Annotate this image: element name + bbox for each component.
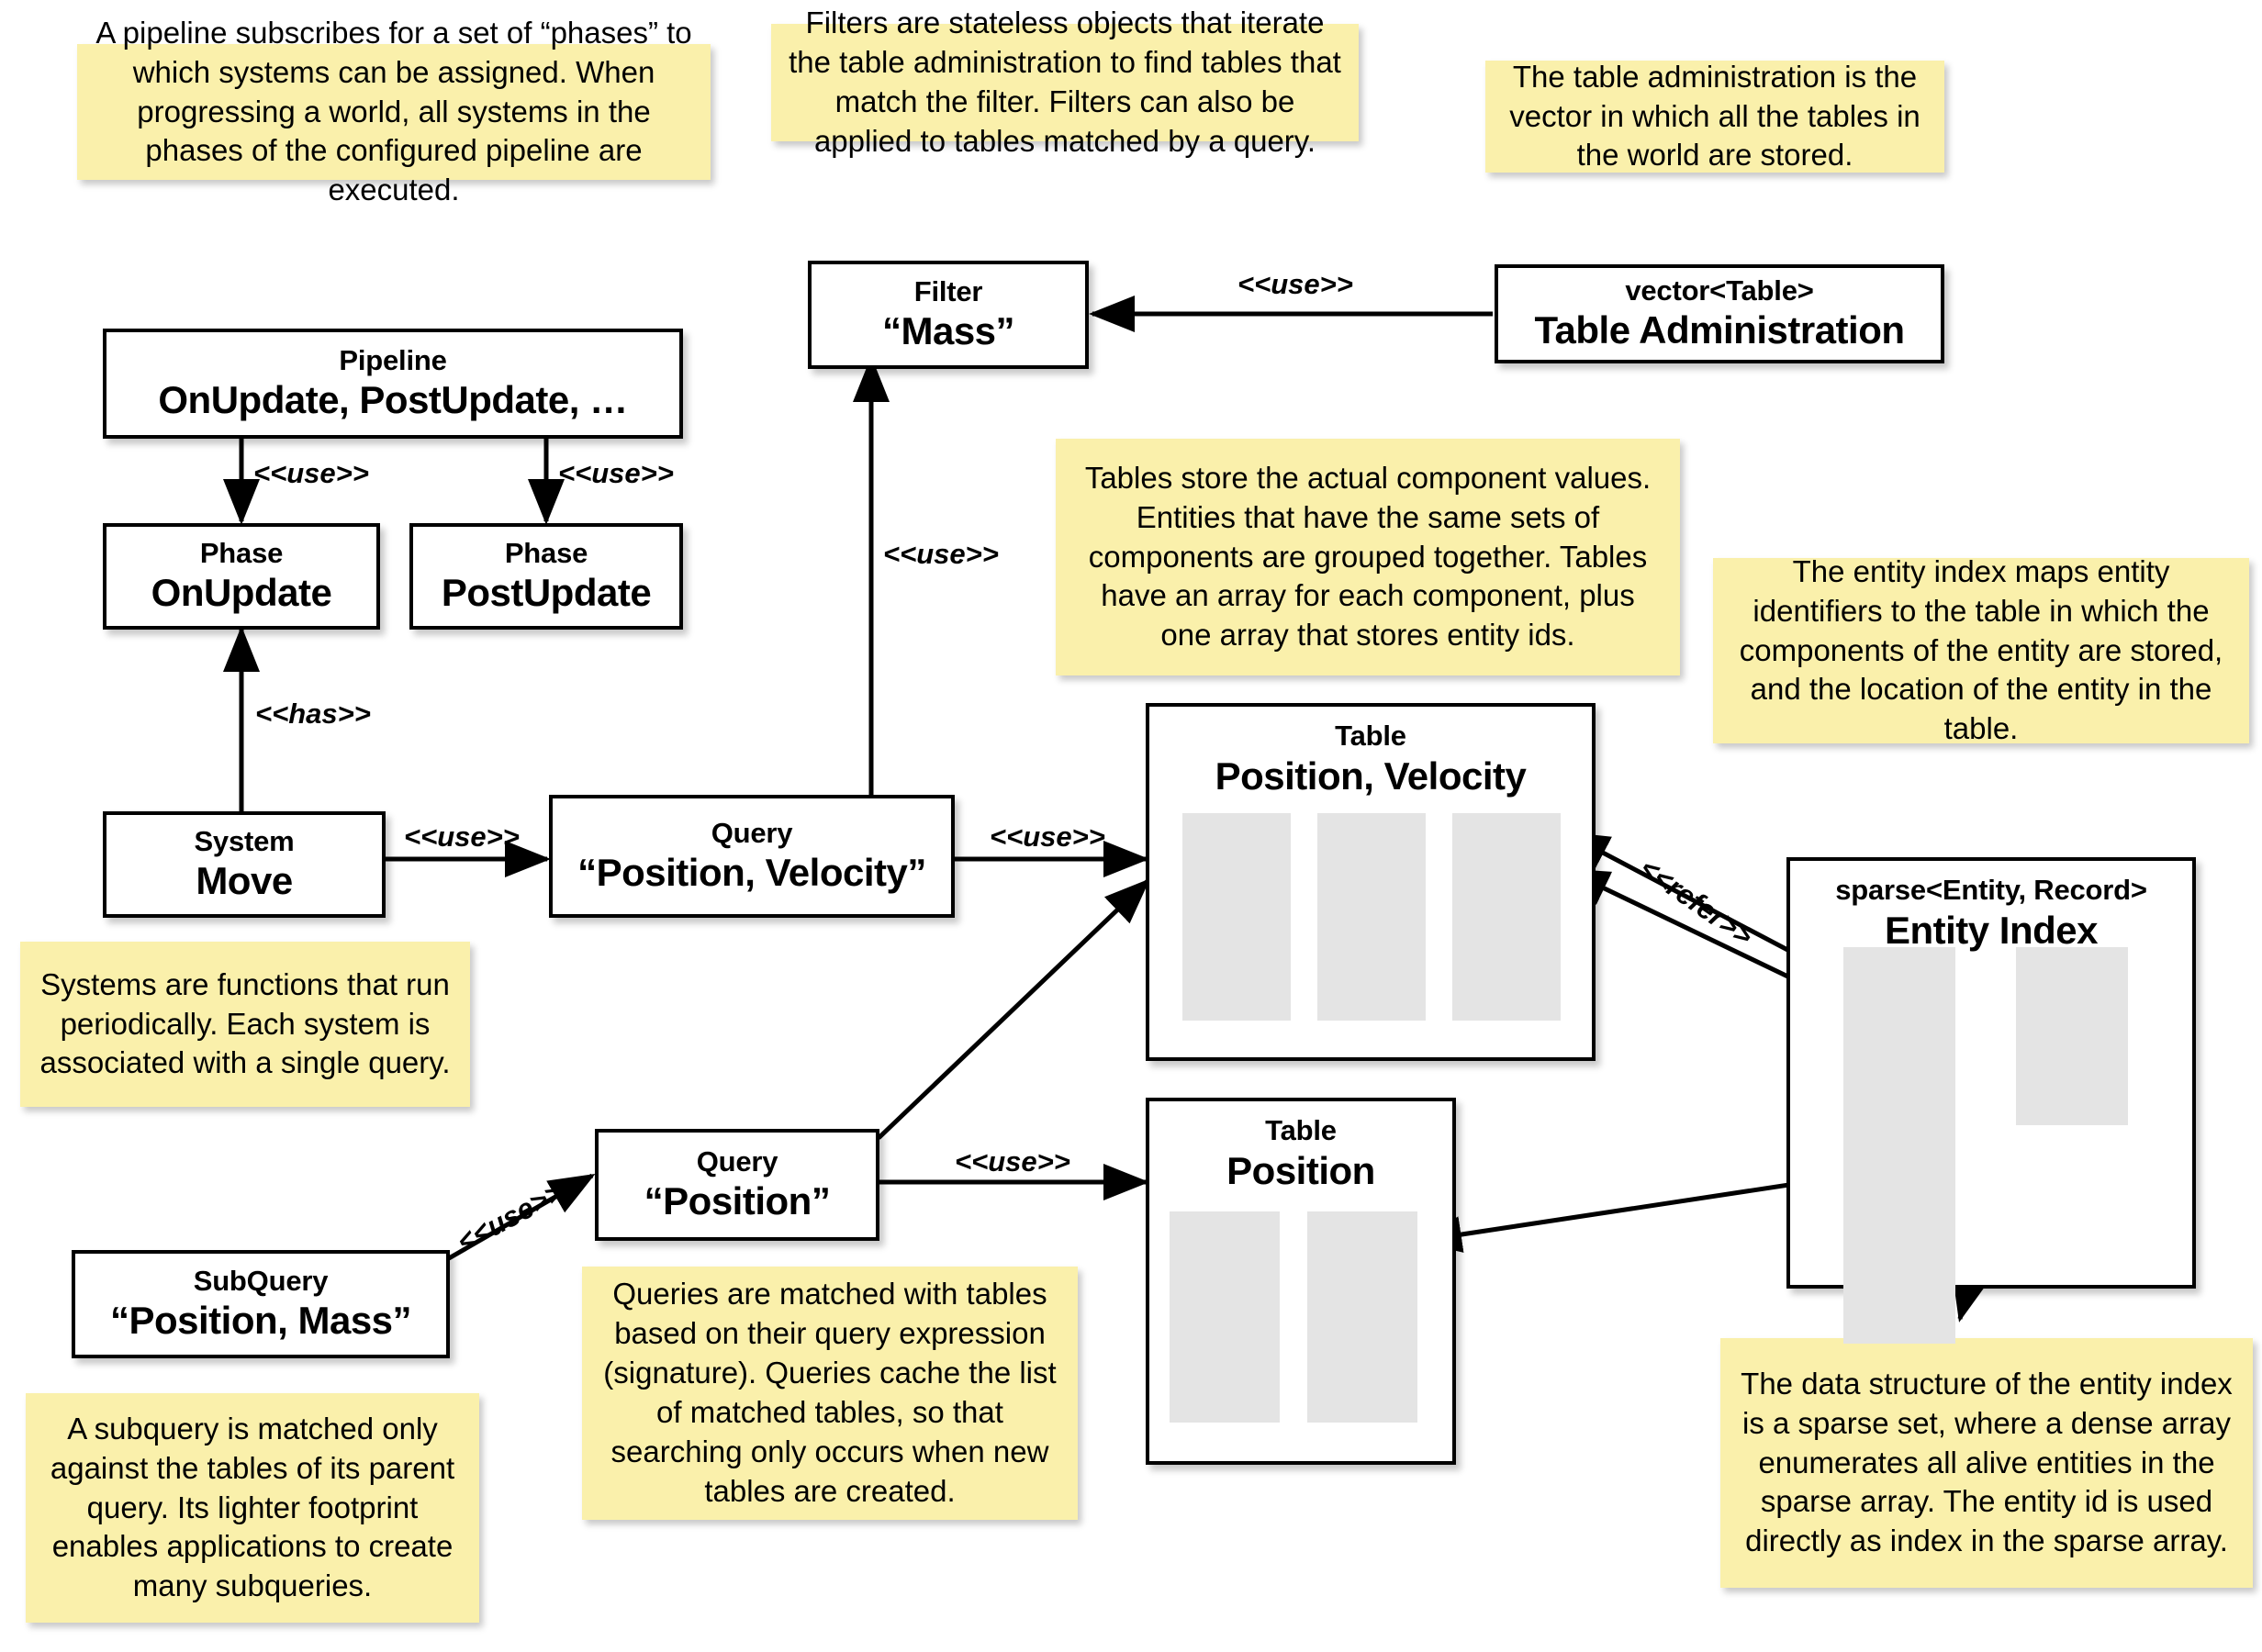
node-phase-postupdate[interactable]: Phase PostUpdate (409, 523, 683, 630)
edge-label-queryposition-tableposition: <<use>> (955, 1145, 1070, 1178)
node-query-position-velocity-stereotype: Query (711, 816, 793, 849)
entity-index-sparse-array (1843, 947, 1955, 1344)
node-system-move-name: Move (196, 859, 293, 903)
edge-label-query-table: <<use>> (990, 820, 1105, 853)
note-query: Queries are matched with tables based on… (582, 1267, 1078, 1520)
node-system-move[interactable]: System Move (103, 811, 386, 918)
node-table-position-stereotype: Table (1265, 1114, 1337, 1146)
node-table-position-name: Position (1226, 1148, 1375, 1192)
edge-label-entityindex-table: <<refer>> (1633, 852, 1759, 953)
edge-label-query-filter: <<use>> (883, 538, 999, 570)
node-phase-postupdate-stereotype: Phase (504, 536, 588, 569)
node-phase-postupdate-name: PostUpdate (441, 571, 652, 615)
node-entity-index-stereotype: sparse<Entity, Record> (1835, 874, 2147, 906)
note-entity-index: The entity index maps entity identifiers… (1713, 554, 2249, 745)
node-query-position-velocity[interactable]: Query “Position, Velocity” (549, 795, 955, 918)
note-subquery: A subquery is matched only against the t… (26, 1393, 479, 1623)
note-table-administration: The table administration is the vector i… (1485, 59, 1944, 173)
node-subquery-position-mass-name: “Position, Mass” (109, 1299, 412, 1343)
note-subquery-text: A subquery is matched only against the t… (50, 1411, 455, 1603)
arrow-queryposition-to-table-pv (877, 878, 1150, 1140)
node-table-position-velocity-stereotype: Table (1335, 720, 1406, 752)
note-filter: Filters are stateless objects that itera… (771, 6, 1359, 158)
node-query-position-velocity-name: “Position, Velocity” (577, 851, 926, 895)
node-table-administration-name: Table Administration (1534, 308, 1905, 352)
table-position-velocity-columns (1182, 813, 1561, 1021)
node-pipeline-stereotype: Pipeline (339, 343, 447, 376)
note-system: Systems are functions that run periodica… (20, 942, 470, 1107)
node-query-position[interactable]: Query “Position” (595, 1129, 879, 1241)
table-column-entity-ids (1452, 813, 1561, 1021)
note-query-text: Queries are matched with tables based on… (603, 1277, 1057, 1508)
node-subquery-position-mass[interactable]: SubQuery “Position, Mass” (72, 1250, 450, 1358)
node-table-administration-stereotype: vector<Table> (1625, 273, 1814, 307)
node-filter-mass-name: “Mass” (881, 309, 1015, 353)
table-column-component (1317, 813, 1426, 1021)
note-sparse-set: The data structure of the entity index i… (1720, 1338, 2253, 1588)
edge-label-pipeline-postupdate: <<use>> (558, 457, 674, 489)
note-system-text: Systems are functions that run periodica… (39, 966, 451, 1080)
edge-label-subquery-query: <<use>> (452, 1175, 569, 1258)
node-phase-onupdate-name: OnUpdate (151, 571, 332, 615)
node-pipeline-name: OnUpdate, PostUpdate, … (158, 378, 628, 422)
node-filter-mass[interactable]: Filter “Mass” (808, 261, 1089, 369)
node-system-move-stereotype: System (194, 824, 295, 857)
note-pipeline: A pipeline subscribes for a set of “phas… (77, 16, 711, 206)
note-sparse-set-text: The data structure of the entity index i… (1741, 1366, 2233, 1558)
note-filter-text: Filters are stateless objects that itera… (789, 6, 1341, 158)
edge-label-tableadmin-filter: <<use>> (1237, 268, 1353, 300)
edge-label-system-phase: <<has>> (255, 698, 371, 730)
note-pipeline-text: A pipeline subscribes for a set of “phas… (95, 15, 692, 207)
node-query-position-stereotype: Query (696, 1144, 778, 1178)
note-entity-index-text: The entity index maps entity identifiers… (1739, 553, 2223, 746)
note-table-administration-text: The table administration is the vector i… (1509, 59, 1920, 173)
table-column-component (1182, 813, 1291, 1021)
arrow-entityindex-to-table-position (1416, 1174, 1844, 1253)
node-subquery-position-mass-stereotype: SubQuery (193, 1264, 329, 1297)
node-filter-mass-stereotype: Filter (913, 274, 983, 307)
node-pipeline[interactable]: Pipeline OnUpdate, PostUpdate, … (103, 329, 683, 439)
entity-index-dense-array (2016, 947, 2128, 1125)
note-table-text: Tables store the actual component values… (1084, 460, 1652, 653)
table-column-component (1170, 1211, 1280, 1423)
node-phase-onupdate[interactable]: Phase OnUpdate (103, 523, 380, 630)
node-table-position-velocity-name: Position, Velocity (1215, 753, 1527, 798)
note-table: Tables store the actual component values… (1056, 439, 1680, 675)
node-entity-index-name: Entity Index (1884, 908, 2099, 952)
table-position-columns (1170, 1211, 1417, 1423)
node-phase-onupdate-stereotype: Phase (199, 536, 284, 569)
node-table-administration[interactable]: vector<Table> Table Administration (1495, 264, 1944, 363)
table-column-entity-ids (1307, 1211, 1417, 1423)
edge-label-pipeline-onupdate: <<use>> (253, 457, 369, 489)
edge-label-system-query: <<use>> (404, 820, 520, 853)
node-query-position-name: “Position” (644, 1179, 831, 1223)
